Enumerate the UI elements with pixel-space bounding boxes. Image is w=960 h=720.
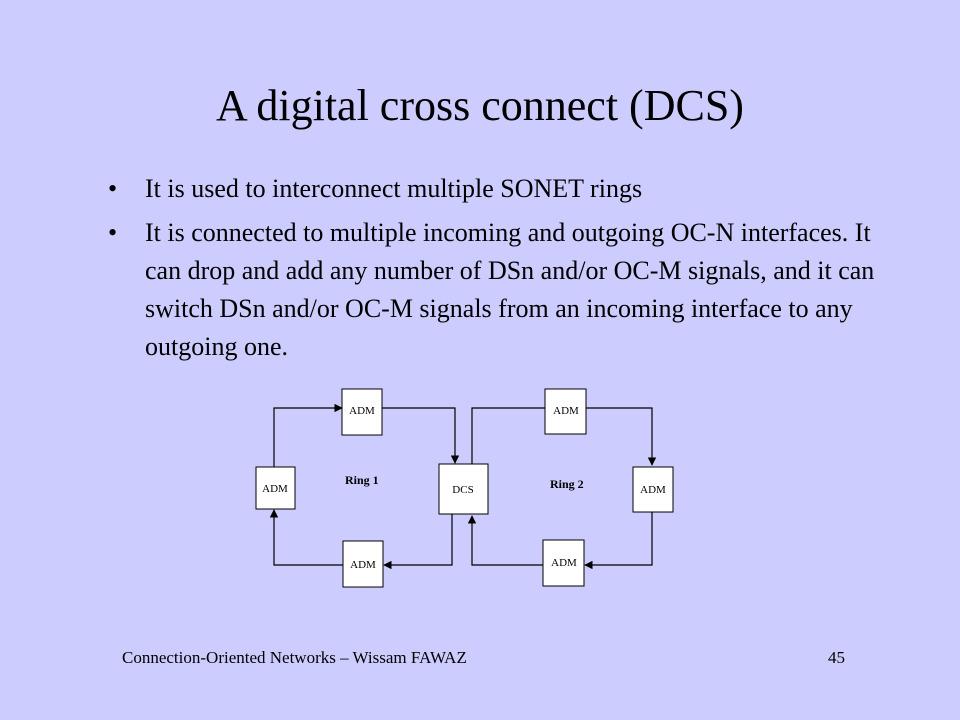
node-label: ADM — [262, 483, 288, 495]
footer-text: Connection-Oriented Networks – Wissam FA… — [122, 648, 467, 667]
node-ring2-right-adm: ADM — [632, 466, 674, 513]
node-label: ADM — [349, 405, 375, 417]
node-label: ADM — [553, 405, 579, 417]
node-label: ADM — [350, 559, 376, 571]
edge-r2-top-to-right — [586, 407, 657, 466]
node-ring1-bottom-adm: ADM — [342, 540, 384, 588]
bullet-dot: • — [108, 218, 118, 247]
page-number: 45 — [828, 648, 845, 667]
edge-r2-right-to-bottom — [584, 512, 653, 570]
bullet-item: • It is used to interconnect multiple SO… — [108, 170, 888, 208]
edge-r1-bottom-to-left — [269, 509, 343, 566]
node-ring1-left-adm: ADM — [255, 466, 296, 510]
ring1-label: Ring 1 — [345, 473, 379, 487]
edge-r1-top-to-dcs — [382, 407, 460, 464]
edge-r1-dcs-to-bottom — [383, 513, 453, 570]
node-label: ADM — [640, 484, 666, 496]
bullet-text: It is used to interconnect multiple SONE… — [145, 174, 643, 203]
slide-title: A digital cross connect (DCS) — [216, 81, 744, 130]
edge-r2-dcs-to-top — [471, 407, 545, 464]
edge-r1-left-to-top — [273, 403, 343, 467]
ring2-label: Ring 2 — [550, 477, 584, 491]
bullet-text: It is connected to multiple incoming and… — [145, 218, 875, 361]
node-dcs: DCS — [438, 463, 489, 515]
bullet-item: • It is connected to multiple incoming a… — [108, 214, 888, 366]
node-ring2-top-adm: ADM — [544, 388, 587, 435]
node-label: DCS — [452, 484, 473, 496]
bullet-dot: • — [108, 174, 118, 203]
node-ring1-top-adm: ADM — [341, 388, 383, 436]
node-ring2-bottom-adm: ADM — [542, 539, 585, 587]
bullet-list: • It is used to interconnect multiple SO… — [108, 170, 888, 372]
node-label: ADM — [551, 557, 577, 569]
edge-r2-bottom-to-dcs — [467, 515, 543, 566]
